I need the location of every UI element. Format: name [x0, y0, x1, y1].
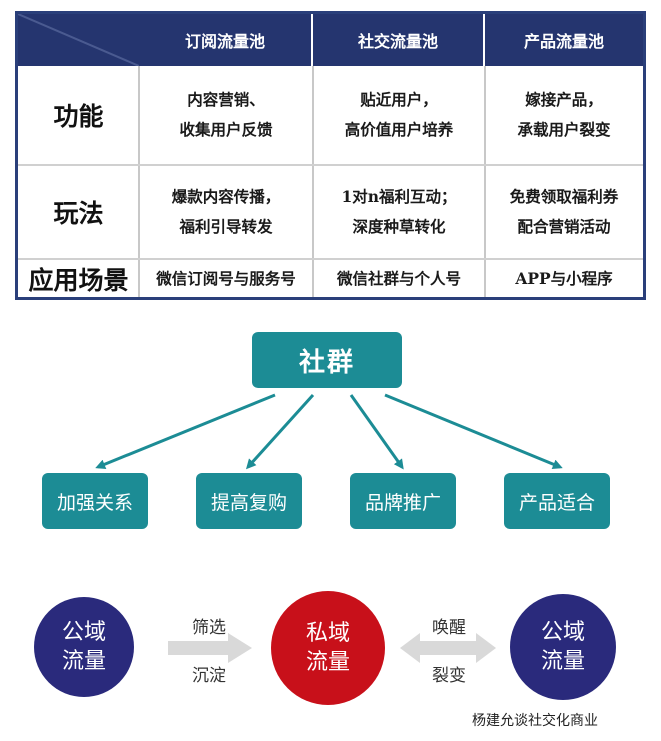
circle-line: 私域: [305, 621, 350, 646]
cell-line: 深度种草转化: [352, 217, 446, 236]
table-cell: 免费领取福利券 配合营销活动: [485, 166, 643, 258]
label-settle: 沉淀: [192, 666, 226, 686]
column-header-product: 产品流量池: [485, 14, 643, 66]
row-header-gameplay: 玩法: [53, 199, 104, 228]
grid-line: [18, 258, 643, 260]
cell-line: 1对n福利互动；: [341, 187, 457, 206]
cell-line: 微信订阅号与服务号: [156, 268, 296, 288]
arrow-public-to-private: [168, 633, 252, 663]
cell-line: 收集用户反馈: [179, 120, 273, 139]
grid-line: [484, 66, 486, 297]
table-cell: 爆款内容传播， 福利引导转发: [139, 166, 313, 258]
circle-line: 流量: [61, 649, 106, 674]
table-cell: 微信订阅号与服务号: [139, 260, 313, 297]
cell-line: APP与小程序: [515, 268, 613, 288]
grid-line: [138, 66, 140, 297]
table-cell: APP与小程序: [485, 260, 643, 297]
cell-line: 内容营销、: [187, 90, 265, 109]
public-traffic-circle-left: 公域 流量: [34, 597, 134, 697]
label-awaken: 唤醒: [432, 618, 466, 638]
cell-line: 配合营销活动: [517, 217, 611, 236]
table-cell: 内容营销、 收集用户反馈: [139, 66, 313, 164]
column-header-subscription: 订阅流量池: [139, 14, 311, 66]
cell-line: 高价值用户培养: [344, 120, 454, 139]
grid-line: [18, 164, 643, 166]
label-fission: 裂变: [432, 666, 466, 686]
circle-line: 流量: [305, 650, 350, 675]
label-filter: 筛选: [192, 618, 226, 638]
author-credit: 杨建允谈社交化商业: [472, 713, 598, 729]
column-header-social: 社交流量池: [313, 14, 483, 66]
table-corner: [18, 14, 139, 66]
arrow-to-child-2: [245, 393, 315, 470]
private-traffic-circle: 私域 流量: [271, 591, 385, 705]
arrow-to-child-4: [384, 393, 563, 469]
cell-line: 贴近用户，: [360, 90, 438, 109]
table-cell: 贴近用户， 高价值用户培养: [313, 66, 485, 164]
arrow-bidirectional: [400, 633, 496, 663]
cell-line: 福利引导转发: [179, 217, 273, 236]
cell-line: 爆款内容传播，: [171, 187, 281, 206]
child-node-4: 产品适合: [504, 473, 610, 529]
public-traffic-circle-right: 公域 流量: [510, 594, 616, 700]
circle-line: 流量: [540, 649, 585, 674]
table-cell: 微信社群与个人号: [313, 260, 485, 297]
cell-line: 免费领取福利券: [509, 187, 619, 206]
cell-line: 嫁接产品，: [525, 90, 603, 109]
cell-line: 微信社群与个人号: [336, 268, 461, 288]
circle-line: 公域: [540, 620, 585, 645]
table-cell: 嫁接产品， 承载用户裂变: [485, 66, 643, 164]
grid-line: [312, 66, 314, 297]
table-cell: 1对n福利互动； 深度种草转化: [313, 166, 485, 258]
root-node-community: 社群: [252, 332, 402, 388]
traffic-pool-table: 订阅流量池 社交流量池 产品流量池 功能 内容营销、 收集用户反馈 贴近用户， …: [15, 11, 646, 300]
corner-diagonal: [18, 14, 139, 66]
circle-line: 公域: [61, 620, 106, 645]
row-header-function: 功能: [53, 102, 104, 131]
arrow-to-child-3: [349, 394, 404, 470]
child-node-2: 提高复购: [196, 473, 302, 529]
child-node-1: 加强关系: [42, 473, 148, 529]
child-node-3: 品牌推广: [350, 473, 456, 529]
row-header-scenario: 应用场景: [28, 265, 129, 295]
arrow-to-child-1: [95, 393, 276, 469]
cell-line: 承载用户裂变: [517, 120, 611, 139]
